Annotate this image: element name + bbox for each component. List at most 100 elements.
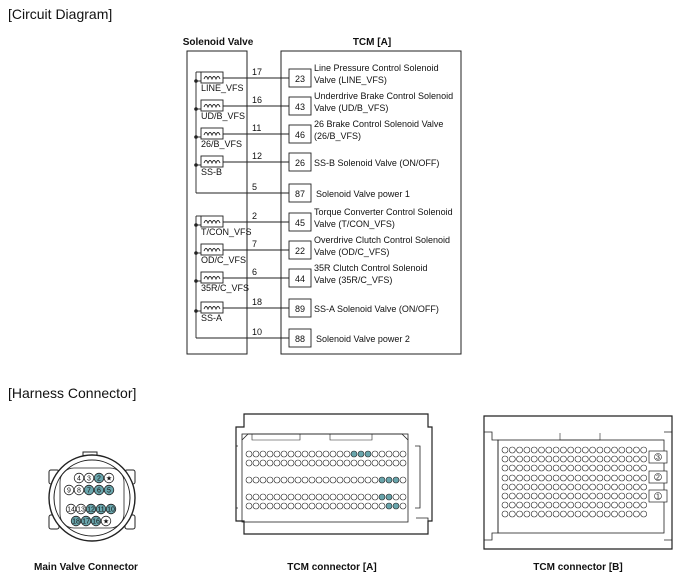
main-connector-pin [93,472,105,484]
tcm-a-pin [378,493,386,501]
tcm-b-pin [633,483,640,491]
tcm-a-pin [371,502,379,510]
tcm-a-pin [329,459,337,467]
tcm-b-pin [501,464,509,472]
tcm-connector-a [235,413,433,535]
tcm-a-pin [308,459,316,467]
main-valve-connector-caption: Main Valve Connector [34,562,138,573]
tcm-a-pin [350,502,358,510]
tcm-a-pin [280,502,288,510]
tcm-a-pin [371,493,379,501]
tcm-b-pin [574,510,582,518]
tcm-b-pin [538,446,545,454]
main-connector-pin-label: 11 [97,507,104,514]
tcm-a-pin [315,459,323,467]
main-connector-pin-label: 3 [87,476,91,483]
tcm-pin: 23 [295,74,305,84]
tcm-a-pin [385,476,393,484]
tcm-b-pin [625,501,633,509]
tcm-a-pin [252,459,260,467]
tcm-b-pin [640,446,648,454]
main-connector-pin [103,484,115,496]
tcm-b-pin [574,492,582,500]
tcm-b-pin [501,492,509,500]
valve-label: UD/B_VFS [201,111,245,121]
tcm-b-pin [552,510,560,518]
tcm-a-pin [357,502,365,510]
tcm-b-pin [581,446,589,454]
tcm-b-pin [574,455,582,463]
tcm-b-pin [508,464,516,472]
tcm-b-pin [545,492,553,500]
main-connector-pin-label: 5 [107,488,111,495]
tcm-a-pin [294,493,302,501]
tcm-b-pin [603,455,611,463]
tcm-a-pin [273,450,281,458]
wire-number: 5 [252,182,257,192]
tcm-pin: 87 [295,189,305,199]
tcm-b-pin [567,464,575,472]
tcm-b-pin [611,501,618,509]
tcm-b-pin [545,510,553,518]
pin-description-2: (26/B_VFS) [314,131,361,141]
tcm-a-pin [273,476,281,484]
tcm-a-pin [329,493,337,501]
tcm-a-pin [378,450,386,458]
tcm-b-pin [530,510,538,518]
tcm-b-pin [640,483,648,491]
tcm-a-pin [259,450,267,458]
tcm-b-pin [538,474,545,482]
tcm-b-pin [581,483,589,491]
tcm-a-pin [392,459,400,467]
tcm-b-pin [603,483,611,491]
tcm-b-pin [560,501,567,509]
tcm-b-pin [508,446,516,454]
tcm-a-pin [287,450,295,458]
tcm-a-pin [329,476,337,484]
tcm-b-pin [611,446,618,454]
valve-label: T/CON_VFS [201,227,252,237]
tcm-b-pin [574,474,582,482]
tcm-b-pin [574,501,582,509]
tcm-a-pin [273,502,281,510]
tcm-a-pin [378,502,386,510]
tcm-a-pin [301,459,309,467]
tcm-b-pin [545,464,553,472]
tcm-a-pin [399,459,407,467]
tcm-a-pin [336,450,344,458]
main-connector-pin [90,515,102,527]
tcm-a-pin [252,493,260,501]
main-connector-pin [100,515,112,527]
main-connector-pin [70,515,82,527]
tcm-b-pin [523,483,531,491]
main-connector-pin-label: 18 [72,519,80,526]
main-connector-pin [63,484,75,496]
tcm-a-pin [308,493,316,501]
tcm-a-pin [259,459,267,467]
tcm-b-pin [581,455,589,463]
tcm-a-pin [350,476,358,484]
tcm-a-pin [364,450,372,458]
tcm-b-pin [589,455,596,463]
tcm-b-pin [596,510,604,518]
tcm-a-pin [266,502,274,510]
tcm-b-pin [530,501,538,509]
tcm-a-pin [280,476,288,484]
tcm-a-pin [301,493,309,501]
tcm-b-pin [603,492,611,500]
tcm-b-pin [501,510,509,518]
tcm-b-pin [508,492,516,500]
tcm-b-pin [552,446,560,454]
tcm-b-pin [618,446,626,454]
tcm-pin: 26 [295,158,305,168]
tcm-a-pin [308,502,316,510]
tcm-b-pin [596,492,604,500]
tcm-b-pin [516,446,523,454]
tcm-b-pin [508,483,516,491]
main-connector-pin [75,503,87,515]
tcm-a-pin [350,493,358,501]
